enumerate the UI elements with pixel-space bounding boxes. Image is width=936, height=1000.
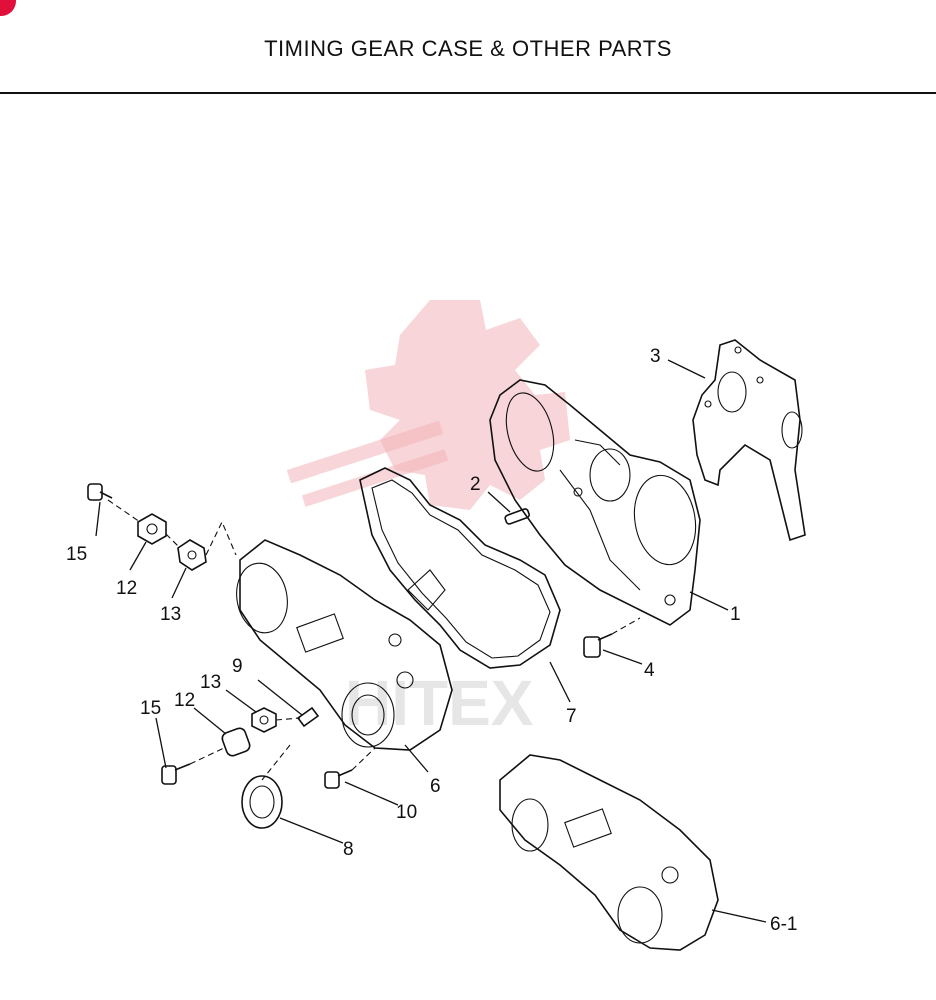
part-7-gasket (359, 467, 561, 669)
label-part-8: 8 (343, 839, 354, 860)
label-part-13-bottom: 13 (200, 672, 221, 693)
watermark-gear-icon (286, 300, 570, 510)
part-10-bolt (324, 769, 353, 789)
label-part-15-bottom: 15 (140, 698, 161, 719)
part-1-timing-gear-case (489, 379, 701, 626)
part-13-top-gasket (177, 539, 207, 571)
label-part-9: 9 (232, 656, 243, 677)
label-part-4: 4 (644, 660, 655, 681)
label-part-6: 6 (430, 776, 441, 797)
label-part-15-top: 15 (66, 544, 87, 565)
leader-lines (95, 359, 767, 923)
label-part-3: 3 (650, 346, 661, 367)
label-part-7: 7 (566, 706, 577, 727)
part-8-oil-seal (241, 775, 283, 829)
label-part-13-top: 13 (160, 604, 181, 625)
page-title: TIMING GEAR CASE & OTHER PARTS (264, 36, 672, 61)
part-9-nozzle (296, 706, 320, 728)
label-part-10: 10 (396, 802, 417, 823)
title-rule (0, 92, 936, 94)
label-part-6-1: 6-1 (770, 914, 797, 935)
label-part-12-top: 12 (116, 578, 137, 599)
label-part-12-bottom: 12 (174, 690, 195, 711)
part-12-top-cover (137, 513, 167, 545)
label-part-2: 2 (470, 474, 481, 495)
part-15-bottom-bolt (161, 763, 191, 785)
part-13-bottom-gasket (251, 707, 277, 733)
watermark-text: HITEX (345, 667, 534, 739)
part-labels: 3 2 1 4 7 6 6-1 8 9 10 15 12 13 15 12 13 (66, 346, 797, 935)
part-3-plate (692, 339, 806, 542)
label-part-1: 1 (730, 604, 741, 625)
part-4-bolt (583, 633, 613, 658)
part-2-dowel-pin (504, 508, 530, 525)
assembly-guide-lines (107, 499, 641, 781)
part-6-1-alternate-cover (499, 754, 719, 951)
part-6-gear-cover (236, 539, 453, 751)
part-12-bottom-cap (221, 727, 251, 757)
part-15-top-bolt (87, 483, 113, 501)
